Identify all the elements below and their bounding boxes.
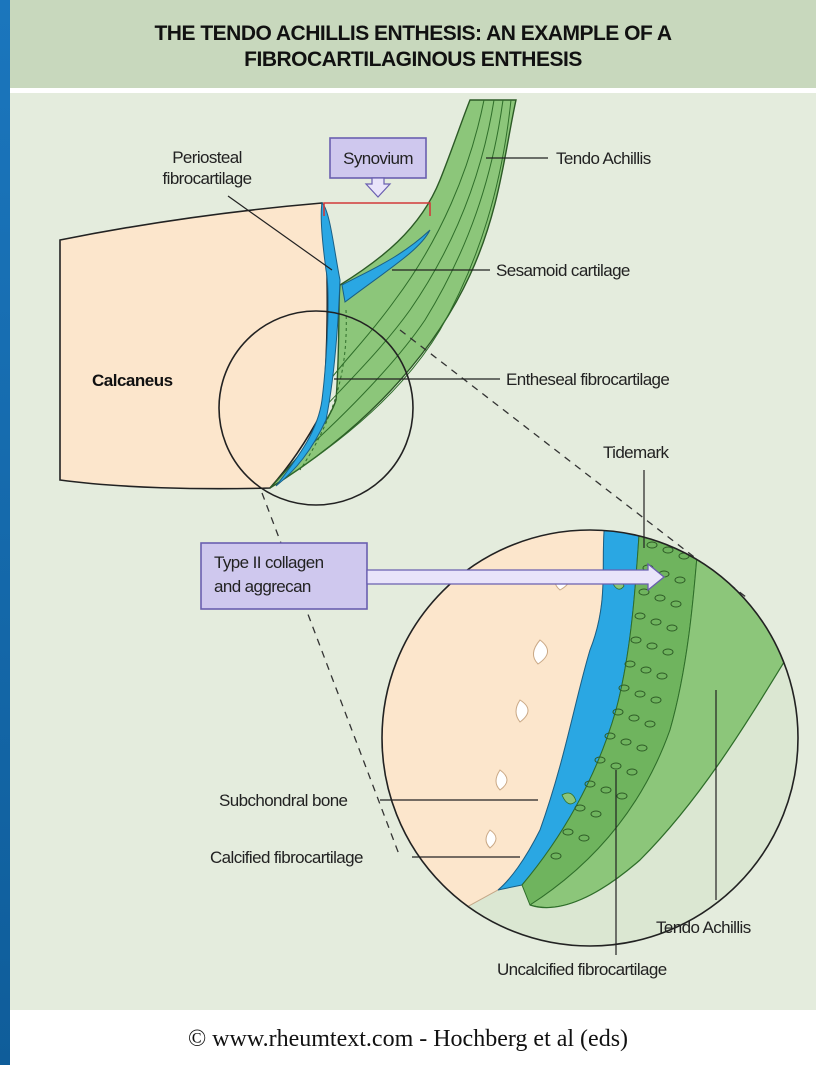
entheseal-fibrocartilage-label: Entheseal fibrocartilage [506, 370, 669, 389]
collagen-label-line-1: Type II collagen [214, 553, 324, 572]
sesamoid-cartilage-label: Sesamoid cartilage [496, 261, 630, 280]
enthesis-diagram: Tidemark Synovium Periosteal fibrocartil… [0, 0, 816, 1010]
tidemark-label: Tidemark [603, 443, 670, 462]
subchondral-bone-label: Subchondral bone [219, 791, 348, 810]
periosteal-label-line-2: fibrocartilage [163, 169, 252, 188]
uncalcified-fibrocartilage-label: Uncalcified fibrocartilage [497, 960, 667, 979]
collagen-label-line-2: and aggrecan [214, 577, 311, 596]
tendo-achillis-bottom-label: Tendo Achillis [656, 918, 751, 937]
synovium-arrow-icon [366, 178, 390, 197]
calcaneus-bone-shape [60, 203, 327, 489]
synovium-label: Synovium [343, 149, 413, 168]
tendo-achillis-top-label: Tendo Achillis [556, 149, 651, 168]
periosteal-label-line-1: Periosteal [172, 148, 242, 167]
calcified-fibrocartilage-label: Calcified fibrocartilage [210, 848, 363, 867]
calcaneus-label: Calcaneus [92, 371, 173, 390]
synovium-bracket [324, 203, 430, 216]
copyright-footer: © www.rheumtext.com - Hochberg et al (ed… [0, 1026, 816, 1053]
magnified-view [370, 520, 810, 960]
